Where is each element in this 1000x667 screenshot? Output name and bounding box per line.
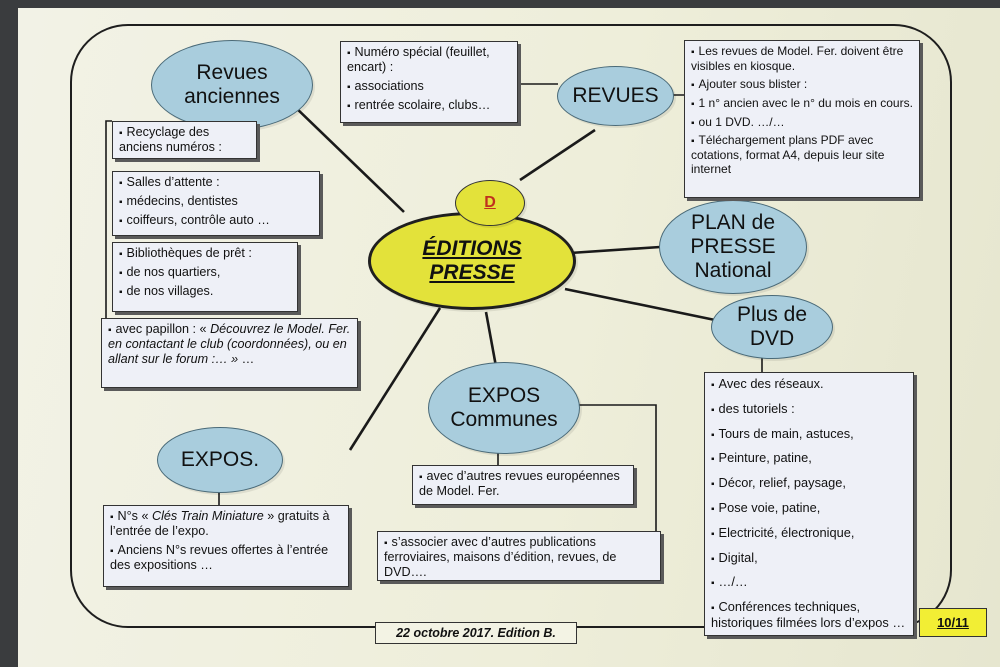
connector-expos [348,307,442,451]
box-item: Anciens N°s revues offertes à l’entrée d… [110,543,342,573]
box-item: médecins, dentistes [119,194,313,209]
connector-plus-dvd [564,287,716,322]
section-tag-d: D [455,180,525,226]
box-item: des tutoriels : [711,401,907,417]
box-item: Numéro spécial (feuillet, encart) : [347,45,511,75]
center-node-editions-presse: ÉDITIONS PRESSE [368,212,576,310]
box-item: ou 1 DVD. …/… [691,115,913,130]
box-item: coiffeurs, contrôle auto … [119,213,313,228]
node-plan-presse: PLAN de PRESSE National [659,200,807,294]
box-item: Digital, [711,550,907,566]
connector-revues-anciennes [291,103,405,213]
box-item: s’associer avec d’autres publications fe… [384,535,654,580]
node-plus-dvd: Plus de DVD [711,295,833,359]
box-item: de nos villages. [119,284,291,299]
box-item: de nos quartiers, [119,265,291,280]
box-item: Pose voie, patine, [711,500,907,516]
box-papillon: avec papillon : « Découvrez le Model. Fe… [101,318,358,388]
node-expos-communes: EXPOS Communes [428,362,580,454]
box-item: rentrée scolaire, clubs… [347,98,511,113]
center-line-1: ÉDITIONS [422,236,522,260]
footer-date: 22 octobre 2017. Edition B. [375,622,577,644]
box-item: Décor, relief, paysage, [711,475,907,491]
box-salles-attente: Salles d’attente : médecins, dentistes c… [112,171,320,236]
box-revues-model: Les revues de Model. Fer. doivent être v… [684,40,920,198]
box-item: Peinture, patine, [711,450,907,466]
box-numeros-cles: N°s « Clés Train Miniature » gratuits à … [103,505,349,587]
box-item: …/… [711,574,907,590]
center-line-2: PRESSE [429,261,515,284]
box-item: avec papillon : « Découvrez le Model. Fe… [108,322,351,367]
box-item: Recyclage des anciens numéros : [119,125,250,155]
box-item: Tours de main, astuces, [711,426,907,442]
box-bibliotheques: Bibliothèques de prêt : de nos quartiers… [112,242,298,312]
box-item: Téléchargement plans PDF avec cotations,… [691,133,913,176]
box-dvd-list: Avec des réseaux. des tutoriels : Tours … [704,372,914,636]
connector-revues [519,128,596,182]
box-item: Electricité, électronique, [711,525,907,541]
box-item: Ajouter sous blister : [691,77,913,92]
box-item: associations [347,79,511,94]
box-item: N°s « Clés Train Miniature » gratuits à … [110,509,342,539]
box-item: Les revues de Model. Fer. doivent être v… [691,44,913,73]
connector-plan-presse [569,245,661,255]
box-avec-revues: avec d’autres revues européennes de Mode… [412,465,634,505]
box-item: Avec des réseaux. [711,376,907,392]
node-expos: EXPOS. [157,427,283,493]
box-associer: s’associer avec d’autres publications fe… [377,531,661,581]
page-number-badge: 10/11 [919,608,987,637]
node-revues-anciennes: Revues anciennes [151,40,313,130]
node-revues: REVUES [557,66,674,126]
connector-associer [576,404,657,531]
box-item: Bibliothèques de prêt : [119,246,291,261]
box-item: avec d’autres revues européennes de Mode… [419,469,627,499]
box-item: 1 n° ancien avec le n° du mois en cours. [691,96,913,111]
box-item: Salles d’attente : [119,175,313,190]
box-numero-special: Numéro spécial (feuillet, encart) : asso… [340,41,518,123]
box-recyclage: Recyclage des anciens numéros : [112,121,257,159]
box-item: Conférences techniques, historiques film… [711,599,907,630]
